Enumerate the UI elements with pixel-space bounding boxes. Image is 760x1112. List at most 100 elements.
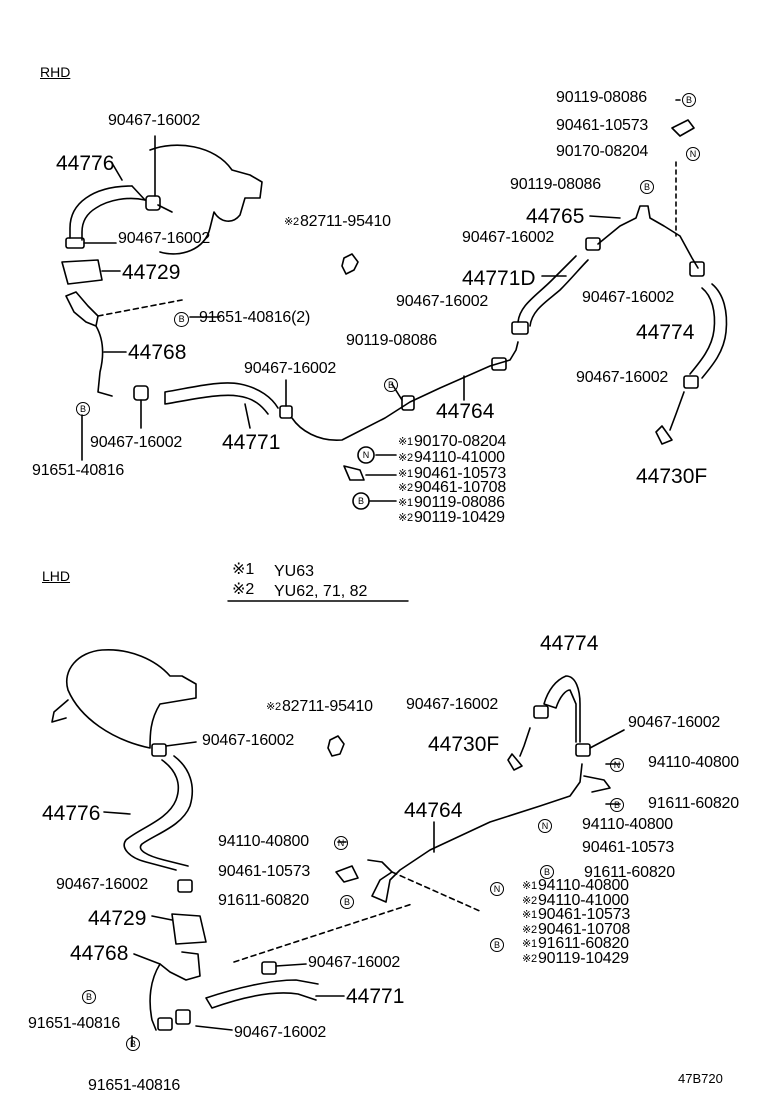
rhd-pipe-clip-2 <box>491 357 507 371</box>
rhd-dashed-1 <box>97 299 183 317</box>
lhd-sym-clamp <box>335 865 359 883</box>
rhd-leader-9 <box>244 403 251 429</box>
b-symbol-icon: B <box>340 895 354 909</box>
legend-text-1: YU63 <box>274 563 315 580</box>
rhd-sym-n-ring <box>357 446 375 464</box>
rhd-part-label: 44771 <box>222 431 281 454</box>
n-symbol-icon: N <box>334 836 348 850</box>
b-symbol-icon: B <box>610 798 624 812</box>
rhd-part-label: 44729 <box>122 261 181 284</box>
rhd-part-label: 44768 <box>128 341 187 364</box>
rhd-clamp-4 <box>279 405 293 419</box>
lhd-part-label: 44768 <box>70 942 129 965</box>
rhd-hose-44771D <box>517 255 589 327</box>
lhd-part-label: 90461-10573 <box>582 839 675 856</box>
rhd-bracket-44729 <box>61 259 103 285</box>
b-symbol-icon: B <box>76 402 90 416</box>
legend-text-2: YU62, 71, 82 <box>274 583 368 600</box>
lhd-part-label: 94110-40800 <box>582 816 673 833</box>
b-symbol-icon: B <box>174 312 189 327</box>
rhd-part-label: 90467-16002 <box>576 369 669 386</box>
lhd-leader-6 <box>195 1025 233 1031</box>
lhd-part-label: 90467-16002 <box>202 732 295 749</box>
rhd-part-label: 90467-16002 <box>244 360 337 377</box>
rhd-part-label: 90461-10573 <box>556 117 649 134</box>
rhd-sym-b-ring <box>352 492 370 510</box>
lhd-leader-2 <box>103 811 131 815</box>
lhd-clamp-5 <box>261 961 277 975</box>
rhd-part-label: 90467-16002 <box>118 230 211 247</box>
rhd-part-label: 91651-40816 <box>32 462 125 479</box>
lhd-brake-booster <box>51 649 197 749</box>
lhd-dashed-1 <box>233 903 413 963</box>
lhd-dashed-2 <box>391 871 483 913</box>
legend-mark-1: ※1 <box>232 561 255 578</box>
legend-mark-2: ※2 <box>232 581 255 598</box>
rhd-hose-44774 <box>689 283 728 379</box>
rhd-part-label: ※190461-10573 <box>398 465 507 482</box>
lhd-part-label: 44771 <box>346 985 405 1008</box>
b-symbol-icon: B <box>540 865 554 879</box>
n-symbol-icon: N <box>610 758 624 772</box>
lhd-part-label: 90467-16002 <box>56 876 149 893</box>
rhd-part-label: ※190170-08204 <box>398 433 507 450</box>
rhd-part-label: ※290119-10429 <box>398 509 505 526</box>
b-symbol-icon: B <box>126 1037 140 1051</box>
section-label-lhd: LHD <box>42 568 71 584</box>
lhd-hose-44776 <box>123 755 194 871</box>
lhd-part-label: 94110-40800 <box>648 754 739 771</box>
lhd-leader-7 <box>275 963 307 967</box>
rhd-pipe-44765 <box>597 205 699 269</box>
rhd-part-label: 90119-08086 <box>510 176 601 193</box>
rhd-pipe-clip-1 <box>401 395 415 411</box>
lhd-part-label: ※290461-10708 <box>522 921 631 938</box>
rhd-hose-44771 <box>164 382 279 415</box>
b-symbol-icon: B <box>357 496 364 506</box>
lhd-valve-44730F <box>507 727 531 771</box>
rhd-leader-15 <box>589 215 621 219</box>
lhd-part-label: ※290119-10429 <box>522 950 629 967</box>
rhd-clamp-3 <box>133 385 149 401</box>
rhd-part-label: 44764 <box>436 400 495 423</box>
rhd-part-label: ※290461-10708 <box>398 479 507 496</box>
section-label-rhd: RHD <box>40 64 71 80</box>
lhd-clamp-1 <box>151 743 167 757</box>
n-symbol-icon: N <box>362 450 370 460</box>
rhd-part-label: ※294110-41000 <box>398 449 505 466</box>
rhd-bracket-44768 <box>65 291 113 397</box>
lhd-part-label: 44776 <box>42 802 101 825</box>
rhd-hose-44776 <box>69 185 146 241</box>
rhd-sym-clamp <box>343 465 365 481</box>
lhd-leader-10 <box>589 729 625 749</box>
lhd-part-label: ※282711-95410 <box>266 698 373 715</box>
rhd-clamp-5 <box>511 321 529 335</box>
b-symbol-icon: B <box>82 990 96 1004</box>
rhd-part-label: 44730F <box>636 465 708 488</box>
lhd-hose-44771 <box>205 979 319 1009</box>
lhd-part-label: 91611-60820 <box>584 864 675 881</box>
rhd-brake-booster <box>149 144 263 255</box>
b-symbol-icon: B <box>682 93 696 107</box>
rhd-pipe-44764 <box>291 341 519 441</box>
lhd-part-label: 90467-16002 <box>308 954 401 971</box>
n-symbol-icon: N <box>538 819 552 833</box>
rhd-part-label: 90467-16002 <box>582 289 675 306</box>
rhd-part-label: 90119-08086 <box>346 332 437 349</box>
lhd-part-label: 44774 <box>540 632 599 655</box>
b-symbol-icon: B <box>640 180 654 194</box>
rhd-part-label: 90467-16002 <box>462 229 555 246</box>
lhd-bracket-44729 <box>171 913 207 945</box>
rhd-hose-end <box>131 185 146 201</box>
drawing-code: 47B720 <box>678 1071 723 1086</box>
lhd-part-label: 44729 <box>88 907 147 930</box>
lhd-part-label: 44764 <box>404 799 463 822</box>
n-symbol-icon: N <box>686 147 700 161</box>
rhd-clamp-6 <box>585 237 601 251</box>
lhd-clamp-3 <box>175 1009 191 1025</box>
rhd-part-label: ※190119-08086 <box>398 494 505 511</box>
lhd-clamp-6 <box>533 705 549 719</box>
lhd-part-label: ※294110-41000 <box>522 892 629 909</box>
lhd-clamp-7 <box>575 743 591 757</box>
